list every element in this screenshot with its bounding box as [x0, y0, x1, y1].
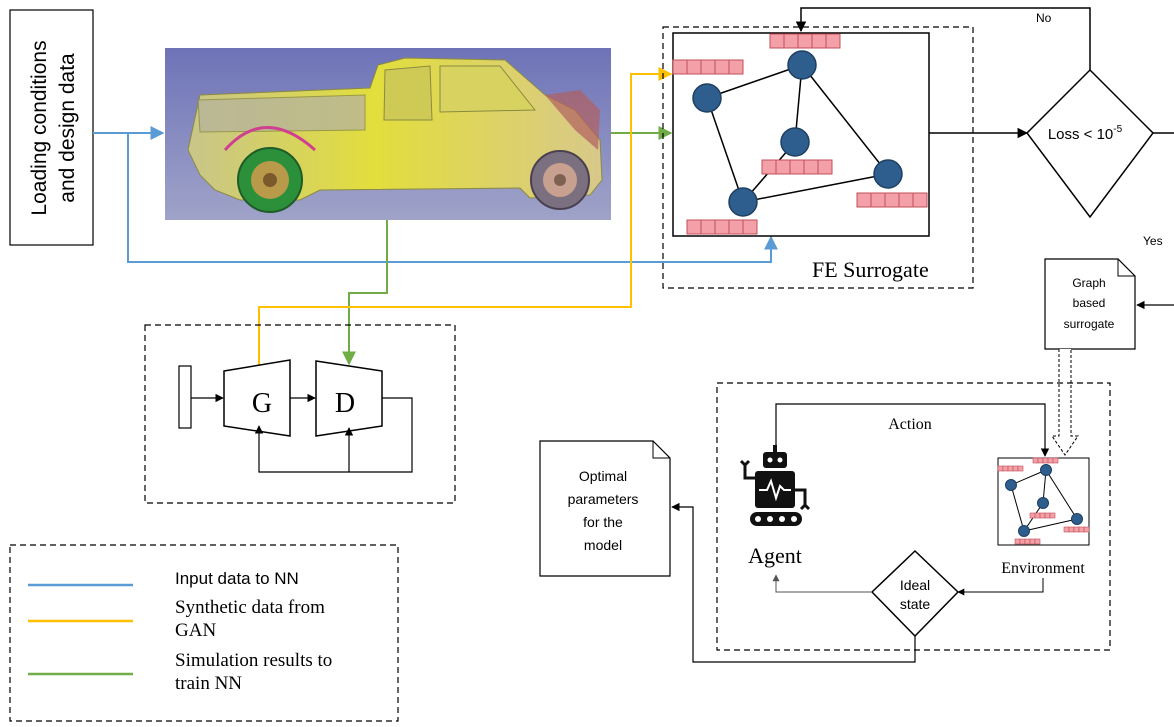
input-box-line2: and design data [56, 53, 79, 203]
feature-vector [686, 219, 758, 235]
loss-text: Loss < 10 [1048, 126, 1113, 143]
surrogate-transfer-arrow [1051, 349, 1079, 456]
generator-block [223, 359, 291, 437]
yes-label: Yes [1143, 234, 1163, 248]
legend-item-simulation: Simulation results to train NN [28, 650, 332, 694]
simulation-result-lines [342, 126, 673, 366]
synthetic-data-lines [258, 67, 673, 366]
graph-surrogate-doc: Graph based surrogate [1044, 258, 1174, 350]
ideal-state-diamond [870, 549, 960, 638]
rl-container: Action [716, 382, 1111, 651]
feature-vectors [672, 33, 928, 235]
no-label: No [1036, 11, 1052, 25]
feature-vector [769, 33, 841, 49]
ideal-state-line2: state [900, 596, 931, 612]
graph-node [728, 187, 758, 217]
ideal-state-decision: Ideal state [671, 502, 1044, 663]
graph-doc-line1: Graph [1072, 276, 1105, 290]
discriminator-label: D [335, 388, 355, 419]
graph-node [780, 127, 810, 157]
graph-doc-line3: surrogate [1064, 317, 1115, 331]
vehicle-fe-model-image [165, 48, 611, 220]
input-box-line1: Loading conditions [28, 40, 51, 215]
legend-item-input: Input data to NN [28, 569, 299, 588]
output-doc-line4: model [584, 537, 622, 553]
graph-node [692, 83, 722, 113]
graph-node [787, 50, 817, 80]
environment-label: Environment [1001, 560, 1085, 577]
input-data-lines [93, 126, 778, 263]
gan-container: G D [144, 324, 456, 504]
output-doc: Optimal parameters for the model [539, 440, 671, 577]
legend-item-label: train NN [175, 673, 242, 694]
decision-diamond [1026, 68, 1154, 219]
svg-text:Loss < 10-5: Loss < 10-5 [1048, 124, 1123, 143]
feature-vector [672, 59, 744, 75]
legend-item-label: Simulation results to [175, 650, 332, 671]
environment-graph [997, 457, 1090, 546]
loss-exponent: -5 [1113, 124, 1122, 135]
agent-label: Agent [748, 543, 802, 568]
feature-vector [761, 159, 833, 175]
feature-vector [856, 192, 928, 208]
fe-surrogate-label: FE Surrogate [812, 257, 929, 282]
action-label: Action [888, 416, 932, 433]
output-doc-line1: Optimal [579, 468, 627, 484]
legend: Input data to NN Synthetic data from GAN… [9, 544, 399, 722]
output-doc-line2: parameters [568, 491, 639, 507]
legend-item-label: GAN [175, 620, 216, 641]
generator-label: G [252, 388, 272, 419]
legend-item-label: Input data to NN [175, 569, 299, 588]
output-doc-line3: for the [583, 514, 623, 530]
legend-item-synthetic: Synthetic data from GAN [28, 597, 325, 641]
loss-decision: Loss < 10-5 No Yes [795, 7, 1174, 248]
noise-input [178, 365, 192, 429]
graph-node [873, 159, 903, 189]
graph-nodes [692, 50, 903, 217]
robot-agent-icon [739, 445, 811, 526]
graph-doc-line2: based [1073, 296, 1106, 310]
legend-item-label: Synthetic data from [175, 597, 325, 618]
graph-edges [706, 64, 889, 203]
ideal-state-line1: Ideal [900, 577, 930, 593]
input-box: Loading conditions and design data [9, 9, 94, 246]
discriminator-block [315, 360, 383, 437]
